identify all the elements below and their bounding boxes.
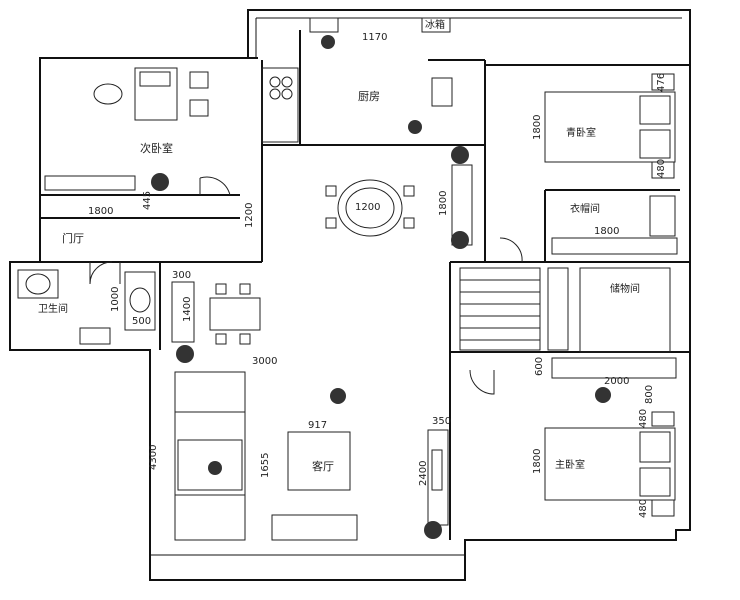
dim-br-top-bed: 1800	[532, 115, 543, 140]
dim-wardrobe-600: 600	[534, 357, 545, 376]
room-label-storage: 储物间	[610, 282, 640, 295]
wardrobe	[551, 357, 677, 379]
staircase	[459, 267, 569, 351]
dim-br-bottom-800: 800	[644, 385, 655, 404]
room-label-cloakroom: 衣帽间	[570, 202, 600, 215]
room-label-master-bottom: 主卧室	[555, 458, 585, 471]
room-label-fridge: 冰箱	[425, 18, 445, 31]
bathroom-fixtures	[17, 269, 156, 345]
door-second-bedroom	[199, 176, 231, 196]
sofa	[174, 371, 246, 541]
tv-console	[427, 429, 449, 526]
plant-icon	[451, 146, 469, 164]
kitchen-counter	[261, 17, 453, 143]
dim-br-top-476: 476	[656, 73, 667, 92]
dim-living-width: 3000	[252, 356, 277, 367]
room-label-hallway: 门厅	[62, 231, 84, 245]
dim-corridor-1400: 1400	[182, 297, 193, 322]
person-icon	[408, 120, 422, 134]
dim-wall-1200: 1200	[244, 203, 255, 228]
inner-wall-outline	[255, 17, 682, 58]
desk-set	[44, 67, 209, 191]
balcony	[149, 554, 466, 581]
plant-icon	[176, 345, 194, 363]
dim-rug-width: 917	[308, 420, 327, 431]
room-label-second-bedroom: 次卧室	[140, 141, 173, 155]
dim-kitchen-width: 1170	[362, 32, 387, 43]
person-icon	[595, 387, 611, 403]
person-icon	[321, 35, 335, 49]
rug	[271, 514, 358, 541]
dim-corridor-300: 300	[172, 270, 191, 281]
dim-br-top-480: 480	[656, 159, 667, 178]
person-icon	[208, 461, 222, 475]
door-entry	[89, 261, 113, 285]
dim-br-bottom-480-bottom: 480	[638, 499, 649, 518]
dim-dining-table: 1200	[355, 202, 380, 213]
room-label-kitchen: 厨房	[358, 90, 380, 103]
dim-dining-depth: 1800	[438, 191, 449, 216]
coffee-table	[287, 431, 351, 491]
dim-br-bottom-bed: 1800	[532, 449, 543, 474]
plant-icon	[451, 231, 469, 249]
dim-cloak-width: 1800	[594, 226, 619, 237]
dim-bath-1000: 1000	[110, 287, 121, 312]
door-master-bottom	[469, 369, 495, 395]
room-label-master-top: 青卧室	[566, 126, 596, 139]
room-label-living: 客厅	[312, 459, 334, 473]
dim-br-bottom-width: 2000	[604, 376, 629, 387]
room-label-bathroom: 卫生间	[38, 302, 68, 315]
bed-bottom	[544, 411, 676, 517]
person-icon	[330, 388, 346, 404]
dim-tv-2400: 2400	[418, 461, 429, 486]
plant-icon	[151, 173, 169, 191]
cloakroom-rack	[551, 195, 678, 255]
door-master-top	[499, 237, 523, 263]
small-dining-set	[171, 281, 261, 345]
dim-living-height: 4300	[148, 445, 159, 470]
dim-br-bottom-480-top: 480	[638, 409, 649, 428]
dim-entry-width: 1800	[88, 206, 113, 217]
dim-bath-500: 500	[132, 316, 151, 327]
plant-icon	[424, 521, 442, 539]
dim-tv-350: 350	[432, 416, 451, 427]
dining-table	[325, 164, 473, 246]
bed-top	[544, 73, 676, 179]
storage-room	[579, 267, 671, 353]
dim-entry-depth: 445	[142, 191, 153, 210]
dim-rug-depth: 1655	[260, 453, 271, 478]
